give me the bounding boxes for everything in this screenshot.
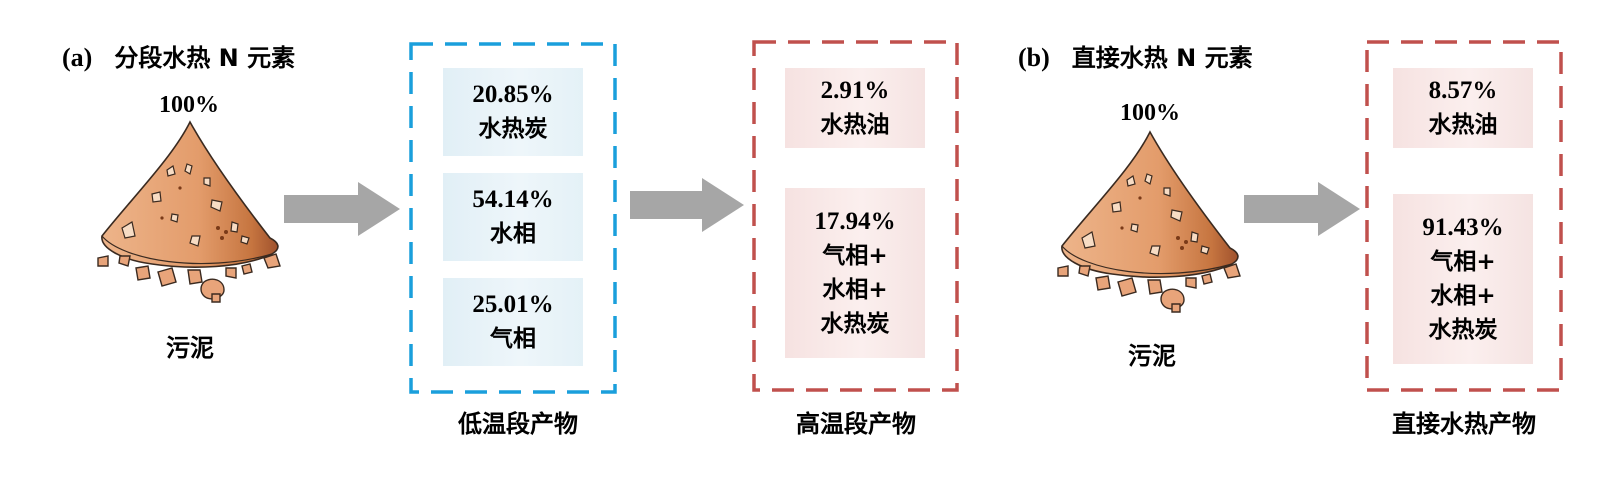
low-temp-products-box xyxy=(409,42,617,394)
sludge-pile-icon xyxy=(97,120,281,303)
high-temp-item-value: 2.91% xyxy=(820,77,890,104)
direct-label: 直接水热产物 xyxy=(1392,410,1536,438)
sludge-a-percent: 100% xyxy=(159,92,219,118)
high-temp-item-combined: 17.94% 气相+ 水相+ 水热炭 xyxy=(785,188,925,358)
direct-item-name: 水热油 xyxy=(1428,112,1498,138)
high-temp-item-oil: 2.91% 水热油 xyxy=(785,68,925,148)
low-temp-item-name: 水相 xyxy=(490,221,536,247)
low-temp-item-aqueous: 54.14% 水相 xyxy=(443,173,583,261)
right-arrow-icon xyxy=(284,182,400,236)
direct-item-oil: 8.57% 水热油 xyxy=(1393,68,1533,148)
sludge-b-label: 污泥 xyxy=(1128,342,1176,370)
panel-b-tag: (b) xyxy=(1018,43,1050,72)
high-temp-item-line: 气相+ xyxy=(822,243,888,269)
right-arrow-icon xyxy=(1244,182,1360,236)
sludge-b-percent: 100% xyxy=(1120,100,1180,126)
right-arrow-icon xyxy=(630,178,744,232)
high-temp-item-name: 水热油 xyxy=(820,112,890,138)
low-temp-item-value: 25.01% xyxy=(472,291,554,318)
panel-a-title: (a) 分段水热 N 元素 xyxy=(62,38,295,73)
sludge-a-label: 污泥 xyxy=(166,334,214,362)
panel-a-tag: (a) xyxy=(62,43,93,72)
high-temp-item-line: 水相+ xyxy=(822,277,888,303)
direct-item-combined: 91.43% 气相+ 水相+ 水热炭 xyxy=(1393,194,1533,364)
direct-item-line: 气相+ xyxy=(1430,249,1496,275)
high-temp-label: 高温段产物 xyxy=(796,410,916,438)
panel-b-title: (b) 直接水热 N 元素 xyxy=(1018,38,1253,73)
direct-item-line: 水相+ xyxy=(1430,283,1496,309)
direct-item-value: 8.57% xyxy=(1428,77,1498,104)
sludge-pile-icon xyxy=(1057,130,1241,313)
panel-a-heading: 分段水热 N 元素 xyxy=(114,44,296,72)
low-temp-item-value: 20.85% xyxy=(472,81,554,108)
high-temp-item-value: 17.94% xyxy=(814,208,896,235)
high-temp-products-box xyxy=(752,40,959,392)
high-temp-item-line: 水热炭 xyxy=(820,311,890,337)
low-temp-item-name: 水热炭 xyxy=(478,116,548,142)
low-temp-item-name: 气相 xyxy=(490,326,536,352)
direct-item-line: 水热炭 xyxy=(1428,317,1498,343)
direct-item-value: 91.43% xyxy=(1422,214,1504,241)
low-temp-item-gas: 25.01% 气相 xyxy=(443,278,583,366)
low-temp-item-value: 54.14% xyxy=(472,186,554,213)
low-temp-item-hydrochar: 20.85% 水热炭 xyxy=(443,68,583,156)
low-temp-label: 低温段产物 xyxy=(458,410,578,438)
panel-b-heading: 直接水热 N 元素 xyxy=(1071,44,1253,72)
